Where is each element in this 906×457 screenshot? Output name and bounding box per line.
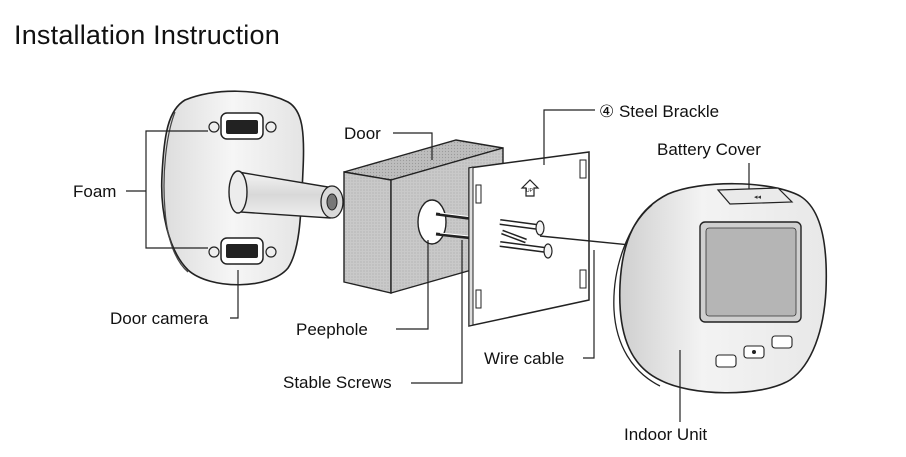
label-door: Door [344, 124, 381, 143]
label-foam: Foam [73, 182, 117, 201]
label-door-camera: Door camera [110, 309, 209, 328]
bracket-up-mark: UP [526, 188, 534, 194]
door-camera [160, 90, 344, 286]
label-peephole: Peephole [296, 320, 368, 339]
label-battery-cover: Battery Cover [657, 140, 761, 159]
label-wire-cable: Wire cable [484, 349, 565, 368]
page-title: Installation Instruction [14, 20, 280, 50]
indoor-unit: ◂◂ [613, 182, 828, 394]
label-indoor-unit: Indoor Unit [624, 425, 708, 444]
label-stable-screws: Stable Screws [283, 373, 392, 392]
svg-text:◂◂: ◂◂ [754, 194, 762, 201]
wire-cable [539, 235, 641, 247]
steel-bracket: UP [468, 151, 590, 327]
label-steel-brackle: ④ Steel Brackle [599, 102, 720, 121]
